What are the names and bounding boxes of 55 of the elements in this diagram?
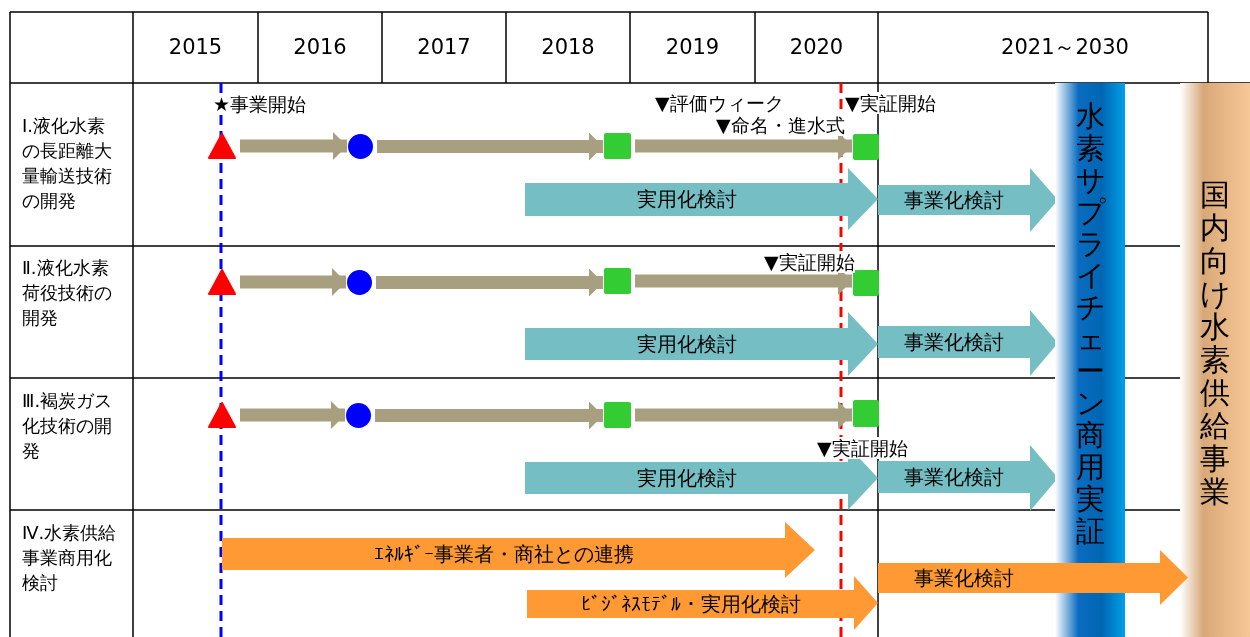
year-header: 2015 xyxy=(167,36,224,58)
row-label: Ⅰ.液化水素の長距離大量輸送技術の開発 xyxy=(22,114,113,213)
milestone-label: ★事業開始 xyxy=(213,93,307,115)
arrow-label: 実用化検討 xyxy=(635,464,738,492)
square-marker xyxy=(604,402,631,428)
arrow xyxy=(375,401,603,430)
circle-marker xyxy=(348,134,373,159)
row-label: Ⅱ.液化水素荷役技術の開発 xyxy=(22,256,113,330)
year-header: 2016 xyxy=(292,36,348,58)
square-marker xyxy=(853,400,879,427)
milestone-label: ▼評価ウィーク xyxy=(655,92,784,114)
phase-bar xyxy=(525,168,878,230)
arrow xyxy=(240,268,346,296)
row-label: Ⅳ.水素供給事業商用化検討 xyxy=(22,521,118,595)
phase-bar xyxy=(222,522,815,578)
phase-bar xyxy=(525,312,878,376)
arrow-label: 実用化検討 xyxy=(635,186,738,213)
phase-bar xyxy=(878,310,1058,376)
year-header: 2019 xyxy=(664,36,721,58)
arrow-label: 事業化検討 xyxy=(903,328,1005,356)
triangle-marker xyxy=(208,269,236,295)
square-marker xyxy=(604,133,631,159)
triangle-marker xyxy=(208,133,236,159)
band-label: 水素サプライチェーン商用実証 xyxy=(1075,101,1105,548)
triangle-marker xyxy=(208,402,236,428)
arrow-label: 事業化検討 xyxy=(903,186,1005,214)
arrow xyxy=(240,132,347,160)
year-header: 2020 xyxy=(788,36,845,58)
square-marker xyxy=(853,270,879,296)
square-marker xyxy=(853,134,879,160)
square-marker xyxy=(604,268,631,294)
phase-bar xyxy=(527,576,878,630)
arrow-label: 事業化検討 xyxy=(913,564,1015,592)
arrow xyxy=(635,401,852,429)
year-header: 2017 xyxy=(416,36,472,58)
band-label: 国内向け水素供給事業 xyxy=(1200,178,1230,508)
vertical-band xyxy=(1180,83,1250,637)
phase-bar xyxy=(878,168,1058,232)
arrow xyxy=(240,401,345,429)
row-label: Ⅲ.褐炭ガス化技術の開発 xyxy=(22,389,114,463)
arrow-label: ﾋﾞｼﾞﾈｽﾓﾃﾞﾙ・実用化検討 xyxy=(579,590,802,618)
arrow-label: 実用化検討 xyxy=(635,330,738,358)
arrow xyxy=(377,132,603,161)
milestone-label: ▼実証開始 xyxy=(764,251,855,273)
milestone-label: ▼命名・進水式 xyxy=(716,114,845,136)
milestone-label: ▼実証開始 xyxy=(817,437,908,459)
arrow-label: 事業化検討 xyxy=(903,463,1005,491)
circle-marker xyxy=(346,403,371,428)
vertical-band xyxy=(1055,83,1125,637)
year-header: 2021～2030 xyxy=(1000,36,1130,58)
circle-marker xyxy=(347,270,372,295)
milestone-label: ▼実証開始 xyxy=(845,92,936,114)
arrow-label: ｴﾈﾙｷﾞｰ事業者・商社との連携 xyxy=(372,540,635,568)
arrow xyxy=(376,268,603,297)
year-header: 2018 xyxy=(540,36,596,58)
